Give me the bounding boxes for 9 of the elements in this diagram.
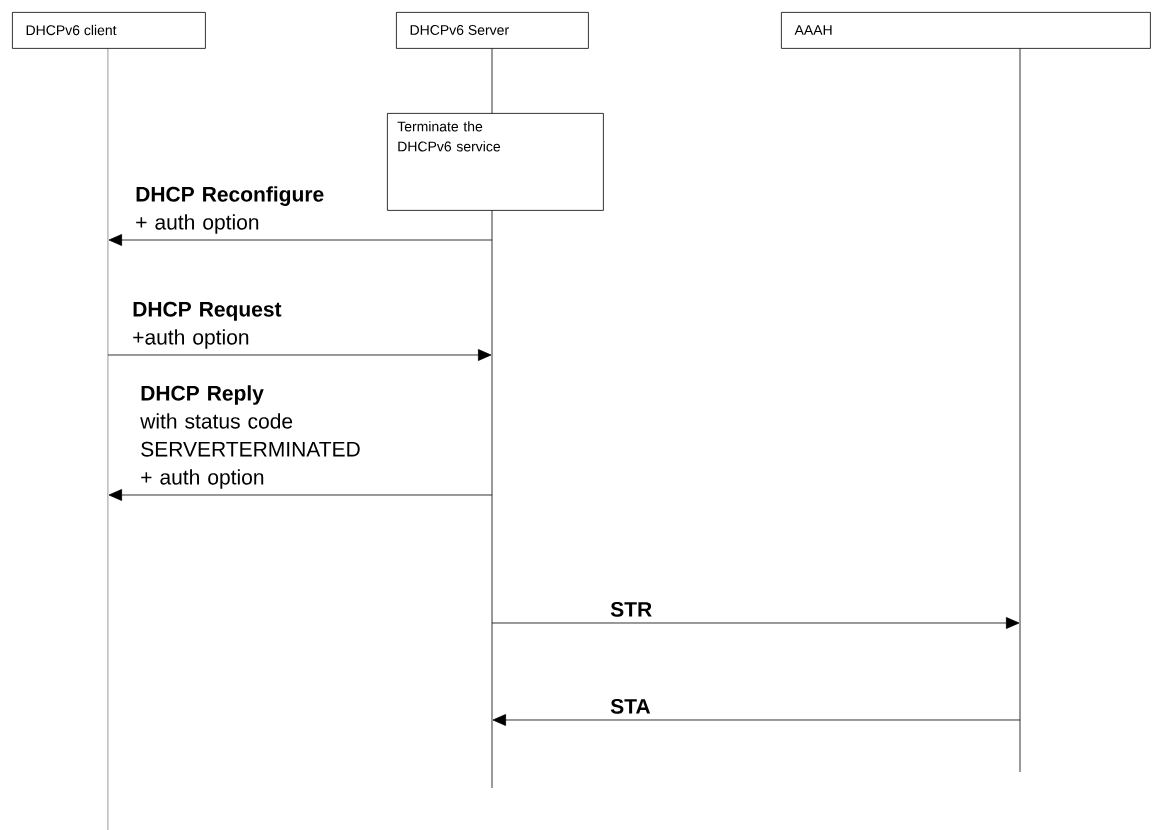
- message-arrow: [491, 617, 1020, 629]
- message-label: STA: [610, 698, 651, 714]
- participant-lifeline: AAAH: [781, 12, 1151, 773]
- message-arrow: [108, 489, 493, 501]
- message-arrow: [108, 234, 493, 246]
- process-box: Terminate the DHCPv6 service: [387, 113, 604, 211]
- message-label: STR: [610, 601, 652, 617]
- message-arrow: [107, 349, 492, 361]
- message-arrow: [492, 714, 1021, 726]
